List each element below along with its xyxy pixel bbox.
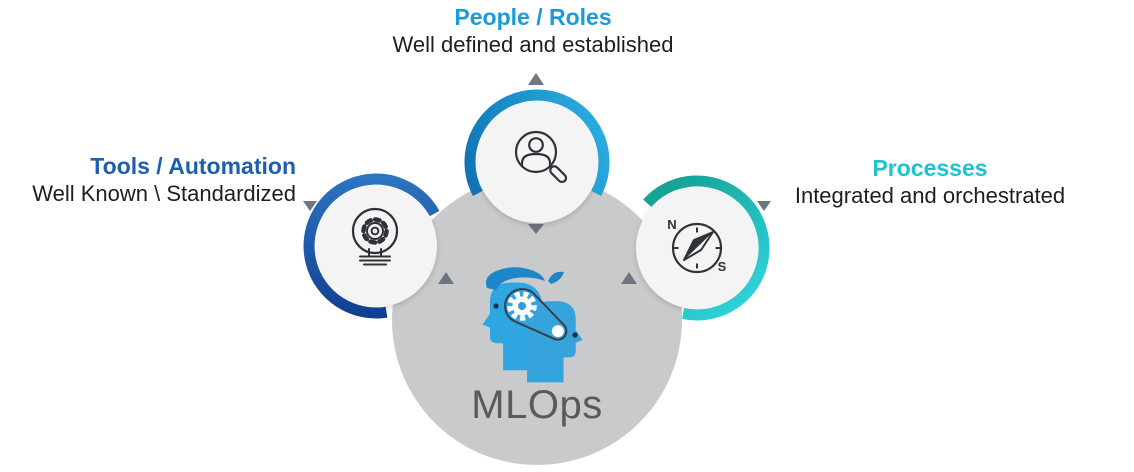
- back-head-eye: [493, 303, 499, 309]
- hair-swoosh-shape: [485, 267, 545, 290]
- mlops-center-label: MLOps: [471, 383, 603, 427]
- processes-ring-arc: [643, 175, 770, 321]
- gear-hole: [518, 302, 526, 310]
- node-tools: [303, 173, 440, 319]
- compass-dial: [671, 222, 723, 274]
- people-title: People / Roles: [454, 4, 612, 30]
- people-ring-arc: [464, 89, 610, 196]
- node-processes: N S: [636, 175, 770, 321]
- compass-north-label: N: [667, 217, 676, 232]
- people-label-block: People / Roles Well defined and establis…: [283, 3, 783, 58]
- arrow-up-icon-left-inner: [438, 272, 454, 284]
- tools-circle: [315, 185, 437, 307]
- compass-needle-dark-half: [684, 232, 713, 260]
- tools-ring-arc: [303, 173, 440, 319]
- arrow-down-icon-right-outer: [757, 201, 771, 211]
- node-people: [464, 89, 610, 223]
- compass-icon: N S: [667, 217, 726, 274]
- people-subtitle: Well defined and established: [392, 32, 674, 57]
- person-head: [528, 137, 544, 153]
- lightbulb-gear-icon: [351, 207, 399, 266]
- arrow-down-icon-top-inner: [528, 224, 544, 234]
- arrow-up-icon-right-inner: [621, 272, 637, 284]
- person-body: [520, 152, 552, 171]
- arrow-up-icon-top-outer: [528, 73, 544, 85]
- front-head-shape: [527, 301, 583, 383]
- tools-title: Tools / Automation: [90, 153, 296, 179]
- bulb-gear-body: [366, 222, 384, 240]
- processes-title: Processes: [872, 155, 988, 181]
- people-circle: [476, 101, 598, 223]
- pulley-dot: [551, 325, 564, 338]
- bulb-gear-teeth: [361, 217, 389, 245]
- hair-curl-shape: [548, 271, 564, 284]
- bulb-neck: [368, 248, 382, 257]
- bulb-gear-hole: [370, 226, 380, 236]
- compass-ticks: [673, 227, 721, 269]
- processes-subtitle: Integrated and orchestrated: [794, 183, 1066, 208]
- tools-label-block: Tools / Automation Well Known \ Standard…: [32, 152, 296, 207]
- front-head-eye: [572, 332, 578, 338]
- bulb-outline: [351, 207, 399, 255]
- magnifier-handle: [549, 165, 568, 184]
- arrow-down-icon-left-outer: [303, 201, 317, 211]
- belt-outline: [504, 288, 568, 341]
- bulb-base-lines: [359, 255, 391, 266]
- compass-south-label: S: [718, 259, 727, 274]
- tools-subtitle: Well Known \ Standardized: [32, 181, 296, 206]
- person-magnifier-icon: [514, 130, 568, 184]
- processes-label-block: Processes Integrated and orchestrated: [750, 154, 1110, 209]
- two-heads-gear-belt-icon: [482, 267, 583, 383]
- magnifier-lens: [514, 130, 558, 174]
